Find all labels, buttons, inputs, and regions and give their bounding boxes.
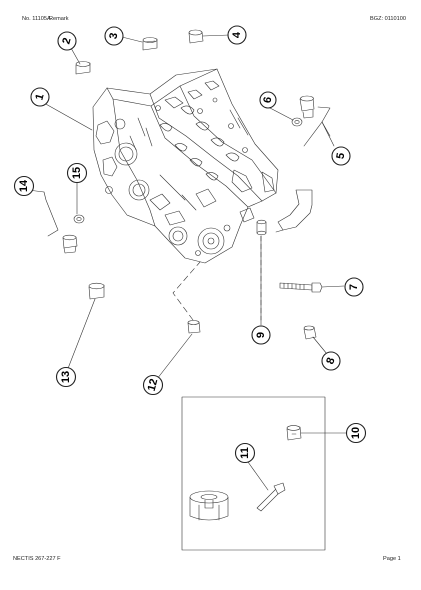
plug-part-3 — [142, 37, 158, 51]
callout-5: 5 — [331, 146, 351, 166]
callout-circle — [66, 162, 88, 184]
callout-circle — [234, 442, 256, 464]
callout-12: 12 — [142, 374, 164, 396]
callout-number: 14 — [18, 179, 30, 192]
callout-circle — [227, 25, 247, 45]
callout-circle — [55, 366, 77, 388]
callout-circle — [345, 422, 367, 444]
callout-11: 11 — [234, 442, 256, 464]
plug-part-2 — [75, 61, 91, 75]
callout-9: 9 — [251, 325, 271, 345]
callout-10: 10 — [345, 422, 367, 444]
callout-circle — [13, 175, 35, 197]
callout-circle — [344, 277, 364, 297]
callout-number: 3 — [108, 32, 121, 40]
callout-8: 8 — [321, 351, 341, 371]
callout-number: 5 — [335, 152, 348, 160]
callout-circle — [30, 87, 50, 107]
cup-plug-part-4 — [188, 29, 204, 44]
callout-circle — [259, 91, 277, 109]
washer-part-15 — [73, 214, 85, 224]
callout-number: 2 — [60, 36, 73, 45]
callout-7: 7 — [344, 277, 364, 297]
pin-part-11 — [256, 482, 286, 512]
callout-number: 13 — [60, 371, 72, 383]
washer-part-6 — [291, 117, 303, 127]
callout-number: 8 — [324, 356, 337, 366]
callout-number: 4 — [231, 31, 243, 38]
plug-part-10 — [286, 425, 302, 441]
diagram-drawing — [27, 29, 348, 551]
plug-part-8 — [303, 325, 317, 340]
footer-doc-reference: NECTIS 267-227 F — [13, 556, 61, 562]
callout-circle — [331, 146, 351, 166]
cup-plug-part-13 — [88, 282, 105, 300]
leader-lines — [27, 34, 348, 491]
bolt-part-7 — [279, 282, 323, 293]
callout-markers: 1 2 3 4 5 6 7 8 — [13, 25, 367, 464]
callout-circle — [321, 351, 341, 371]
footer-page-number: Page 1 — [383, 556, 401, 562]
callout-number: 7 — [348, 284, 360, 290]
dowel-part-9 — [256, 219, 267, 321]
engine-block — [92, 68, 279, 264]
callout-3: 3 — [104, 26, 124, 46]
callout-13: 13 — [55, 366, 77, 388]
callout-4: 4 — [227, 25, 247, 45]
callout-number: 11 — [239, 447, 251, 459]
plug-part-14 — [43, 191, 78, 254]
cylinder-sleeve — [189, 490, 229, 521]
plug-part-12 — [172, 261, 201, 334]
callout-6: 6 — [259, 91, 277, 109]
plug-part-5 — [299, 95, 331, 147]
callout-number: 1 — [33, 92, 46, 101]
detail-inset-frame — [181, 396, 326, 551]
callout-14: 14 — [13, 175, 35, 197]
document-number: No. 11105A — [22, 16, 51, 22]
callout-circle — [104, 26, 124, 46]
callout-1: 1 — [30, 87, 50, 107]
callout-number: 12 — [146, 378, 161, 393]
callout-2: 2 — [57, 31, 77, 51]
callout-number: 15 — [71, 167, 83, 179]
callout-number: 9 — [255, 332, 267, 338]
callout-circle — [251, 325, 271, 345]
bgz-code: BGZ: 0110100 — [370, 16, 406, 22]
callout-number: 10 — [350, 427, 362, 439]
callout-circle — [57, 31, 77, 51]
callout-15: 15 — [66, 162, 88, 184]
remark-label: Remark — [49, 16, 69, 22]
callout-circle — [142, 374, 164, 396]
seal-half-ring — [275, 189, 313, 233]
callout-number: 6 — [262, 96, 275, 104]
